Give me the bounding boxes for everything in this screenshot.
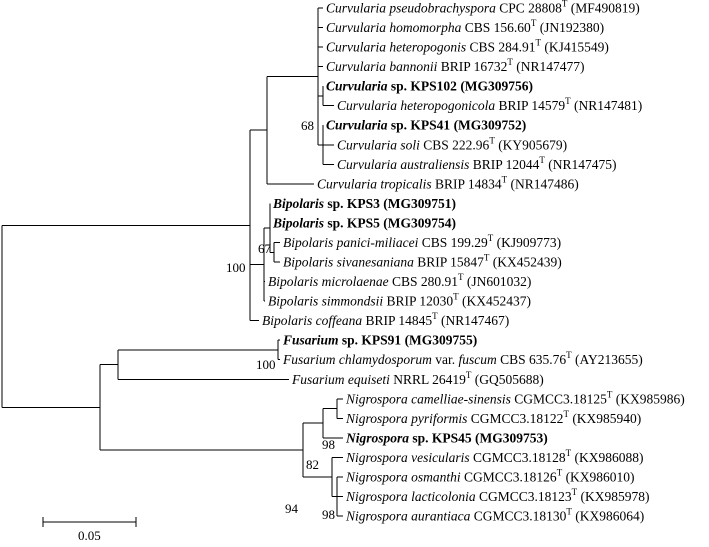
taxon-label: Nigrospora pyriformis CGMCC3.18122T (KX9… bbox=[345, 409, 641, 426]
taxon-label: Curvularia australiensis BRIP 12044T (NR… bbox=[337, 155, 617, 172]
taxon-label: Bipolaris coffeana BRIP 14845T (NR147467… bbox=[262, 311, 509, 328]
taxon-label: Curvularia sp. KPS102 (MG309756) bbox=[326, 79, 533, 94]
taxon-label: Nigrospora camelliae-sinensis CGMCC3.181… bbox=[345, 389, 685, 406]
taxon-label: Bipolaris microlaenae CBS 280.91T (JN601… bbox=[268, 272, 531, 289]
taxon-label: Curvularia pseudobrachyspora CPC 28808T … bbox=[326, 0, 640, 16]
taxon-label: Nigrospora lacticolonia CGMCC3.18123T (K… bbox=[345, 487, 650, 504]
bootstrap-value: 68 bbox=[301, 118, 314, 133]
bootstrap-value: 98 bbox=[322, 507, 335, 522]
taxon-label: Nigrospora aurantiaca CGMCC3.18130T (KX9… bbox=[345, 507, 644, 524]
taxon-label: Curvularia homomorpha CBS 156.60T (JN192… bbox=[326, 18, 604, 35]
taxon-label: Nigrospora osmanthi CGMCC3.18126T (KX986… bbox=[345, 467, 635, 484]
taxon-label: Curvularia bannonii BRIP 16732T (NR14747… bbox=[326, 57, 585, 74]
bootstrap-value: 82 bbox=[306, 457, 319, 472]
tree-branches bbox=[1, 7, 343, 517]
taxon-labels: Curvularia pseudobrachyspora CPC 28808T … bbox=[262, 0, 685, 524]
taxon-label: Curvularia soli CBS 222.96T (KY905679) bbox=[337, 135, 567, 152]
taxon-label: Curvularia sp. KPS41 (MG309752) bbox=[326, 118, 526, 133]
bootstrap-value: 98 bbox=[322, 437, 335, 452]
scale-bar: 0.05 bbox=[42, 517, 137, 543]
taxon-label: Curvularia heteropogonicola BRIP 14579T … bbox=[337, 96, 642, 113]
bootstrap-value: 94 bbox=[285, 501, 299, 516]
taxon-label: Nigrospora sp. KPS45 (MG309753) bbox=[345, 430, 548, 445]
taxon-label: Fusarium sp. KPS91 (MG309755) bbox=[282, 333, 477, 348]
bootstrap-value: 100 bbox=[256, 357, 276, 372]
taxon-label: Curvularia heteropogonis CBS 284.91T (KJ… bbox=[326, 38, 609, 55]
taxon-label: Curvularia tropicalis BRIP 14834T (NR147… bbox=[317, 174, 579, 191]
taxon-label: Bipolaris panici-miliacei CBS 199.29T (K… bbox=[283, 233, 561, 250]
taxon-label: Nigrospora vesicularis CGMCC3.18128T (KX… bbox=[345, 448, 644, 465]
scale-bar-label: 0.05 bbox=[78, 528, 101, 543]
taxon-label: Fusarium chlamydosporum var. fuscum CBS … bbox=[282, 350, 643, 367]
bootstrap-value: 100 bbox=[226, 260, 246, 275]
taxon-label: Bipolaris sp. KPS5 (MG309754) bbox=[272, 215, 456, 230]
taxon-label: Bipolaris simmondsii BRIP 12030T (KX4524… bbox=[268, 292, 531, 309]
taxon-label: Bipolaris sp. KPS3 (MG309751) bbox=[272, 196, 456, 211]
taxon-label: Bipolaris sivanesaniana BRIP 15847T (KX4… bbox=[283, 253, 562, 270]
taxon-label: Fusarium equiseti NRRL 26419T (GQ505688) bbox=[291, 370, 544, 387]
bootstrap-value: 67 bbox=[258, 241, 272, 256]
